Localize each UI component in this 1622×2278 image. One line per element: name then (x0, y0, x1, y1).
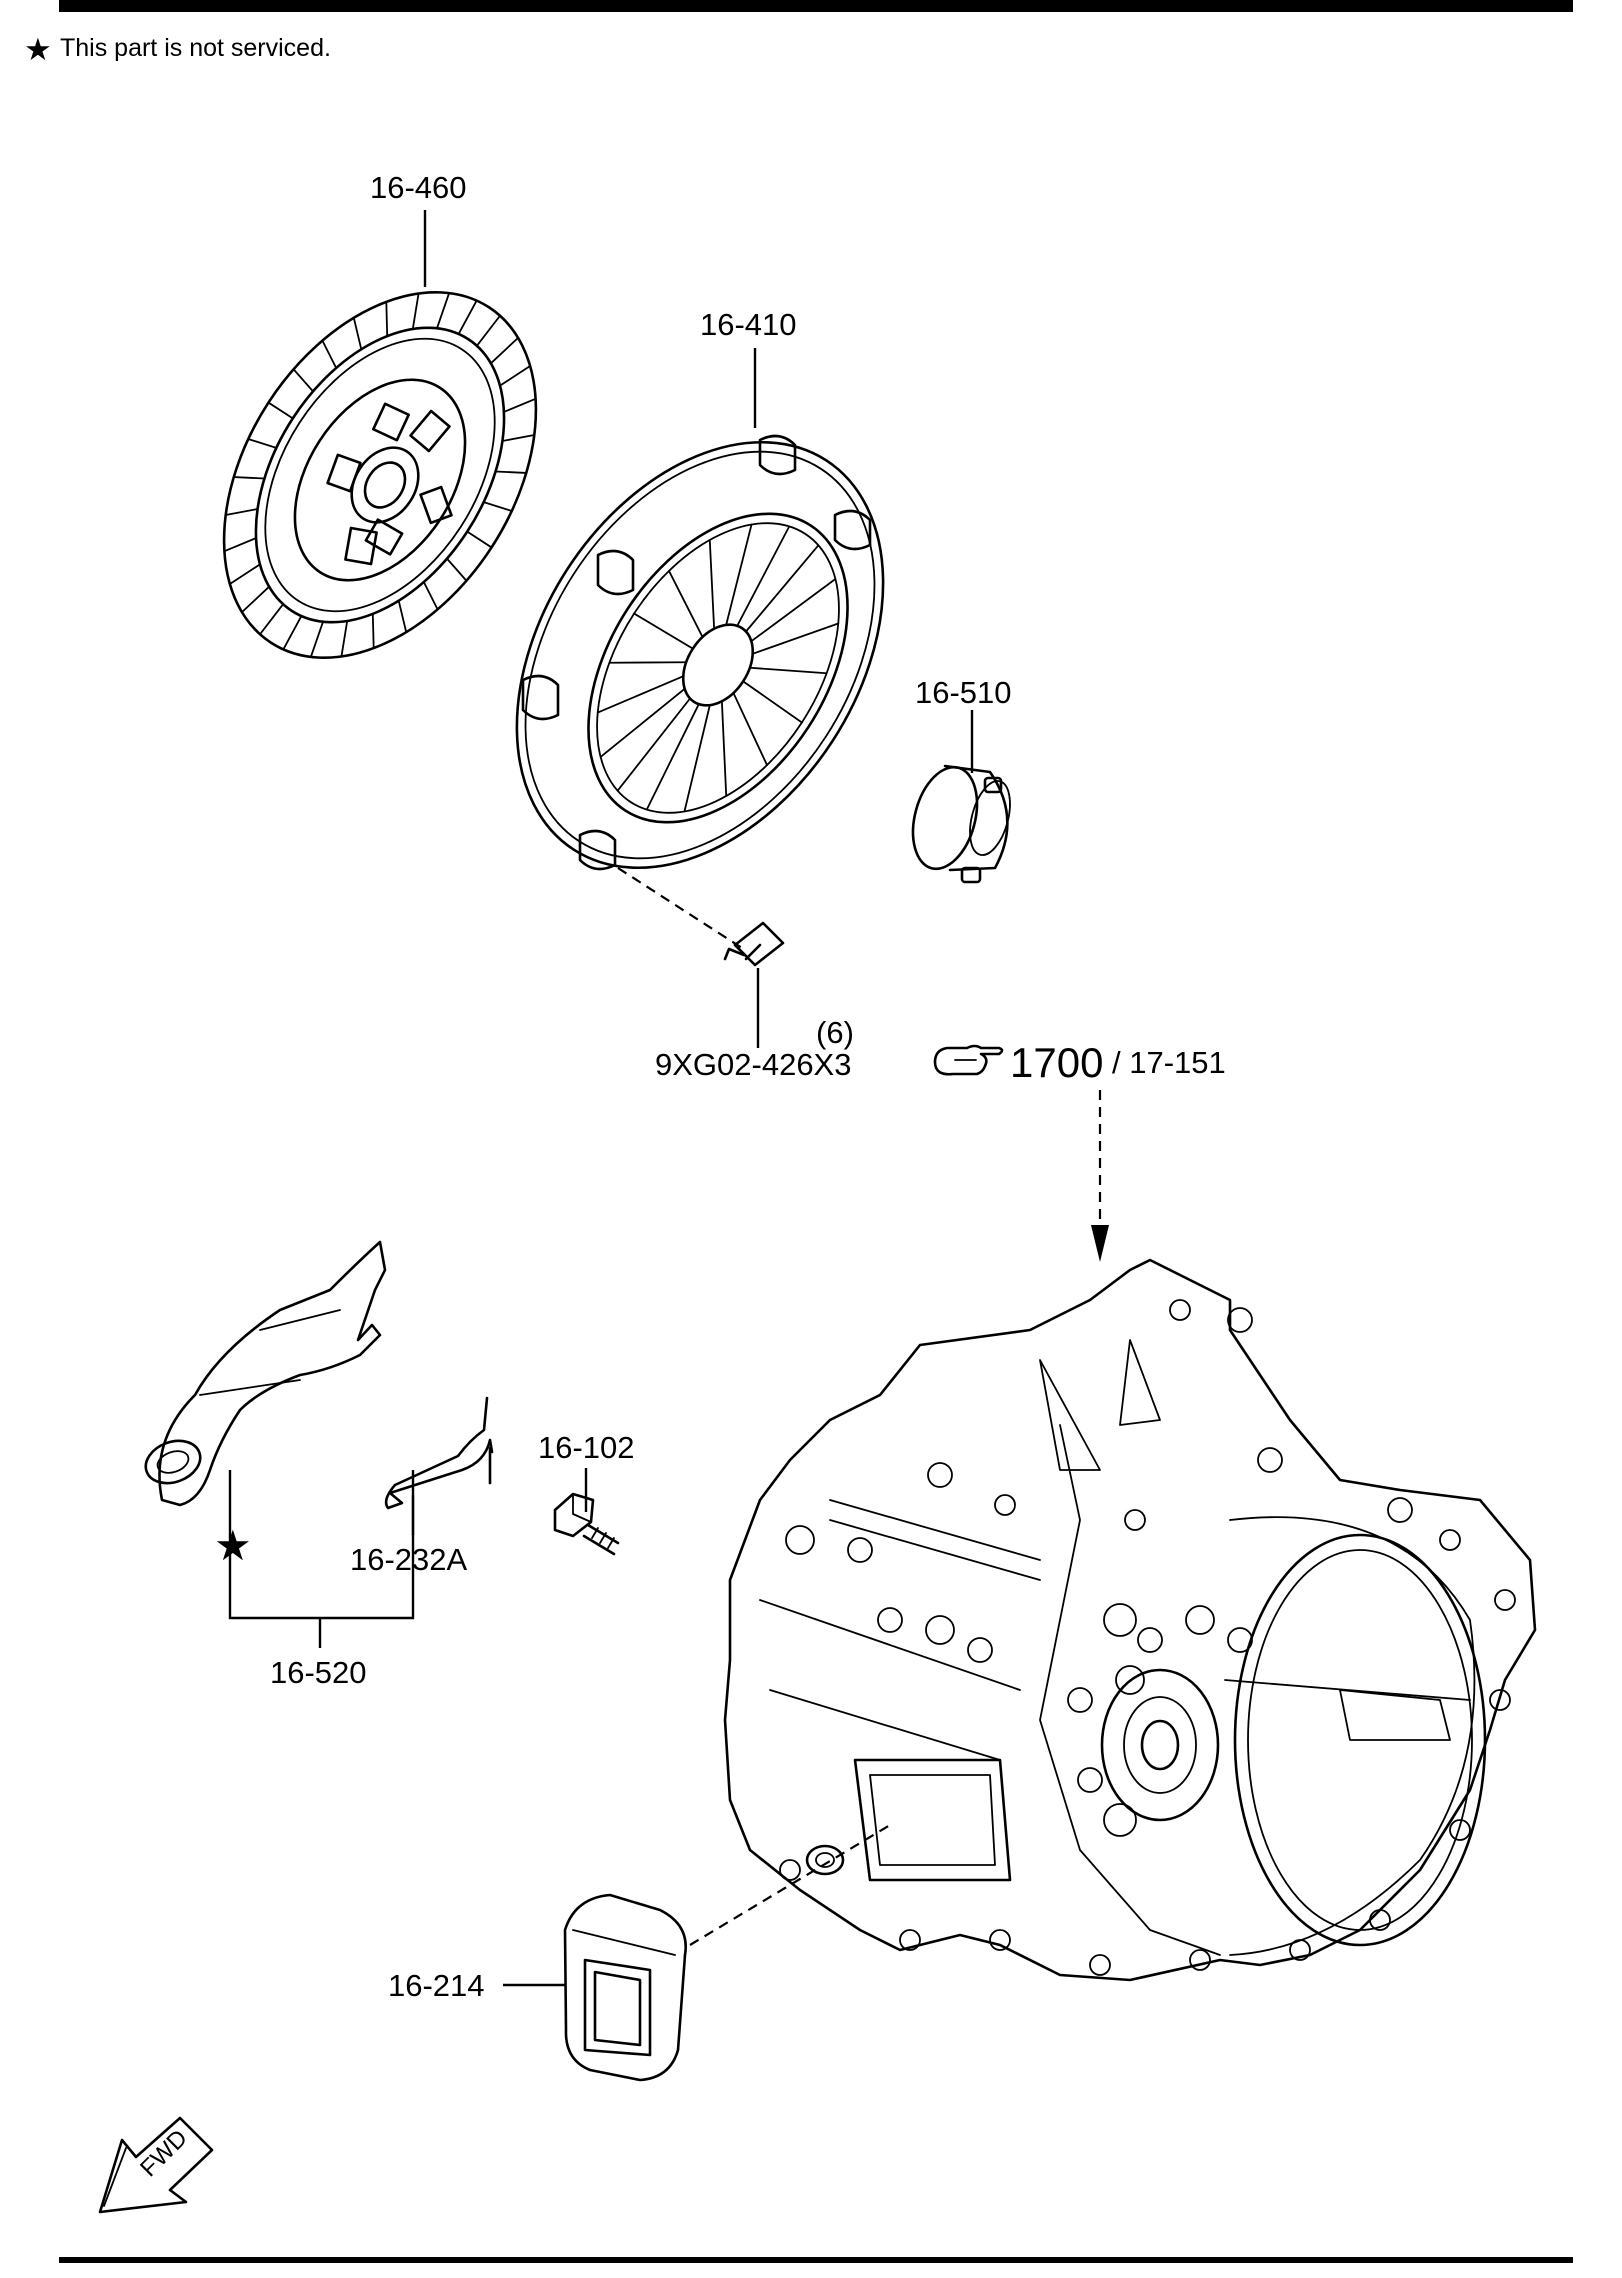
label-bolt-qty: (6) (816, 1015, 854, 1050)
ref-subpart: / 17-151 (1112, 1045, 1226, 1080)
pressure-plate-bolt[interactable] (617, 867, 785, 967)
label-16-102: 16-102 (538, 1430, 635, 1465)
label-16-410: 16-410 (700, 307, 797, 342)
fwd-arrow-icon: FWD (98, 2116, 214, 2214)
label-16-214: 16-214 (388, 1968, 485, 2003)
release-bearing[interactable] (903, 760, 1018, 884)
note-text: This part is not serviced. (60, 34, 331, 62)
label-16-460: 16-460 (370, 170, 467, 205)
transaxle-case (723, 1258, 1537, 1982)
not-serviced-note: ★ This part is not serviced. (24, 32, 331, 67)
transaxle-reference[interactable]: 1700 / 17-151 (933, 1039, 1226, 1086)
spring-clip[interactable] (384, 1396, 494, 1510)
pivot-bolt[interactable] (553, 1492, 620, 1556)
pressure-plate[interactable] (441, 374, 959, 935)
label-16-232a: 16-232A (350, 1542, 468, 1577)
clutch-disc[interactable] (160, 235, 601, 715)
fork-star-marker: ★ (214, 1522, 252, 1569)
ref-arrowhead (1091, 1225, 1109, 1262)
star-icon: ★ (24, 32, 52, 67)
label-16-510: 16-510 (915, 675, 1012, 710)
fwd-label: FWD (135, 2125, 193, 2183)
release-fork[interactable] (140, 1240, 387, 1507)
leader-16-520 (228, 1470, 415, 1648)
pointing-hand-icon (933, 1044, 1004, 1076)
boot-alignment-line (689, 1824, 891, 1946)
release-fork-boot[interactable] (563, 1893, 688, 2082)
label-16-520: 16-520 (270, 1655, 367, 1690)
bottom-rule (59, 2257, 1573, 2263)
ref-number: 1700 (1010, 1039, 1103, 1086)
top-rule (59, 0, 1573, 12)
label-bolt: 9XG02-426X3 (655, 1047, 851, 1082)
